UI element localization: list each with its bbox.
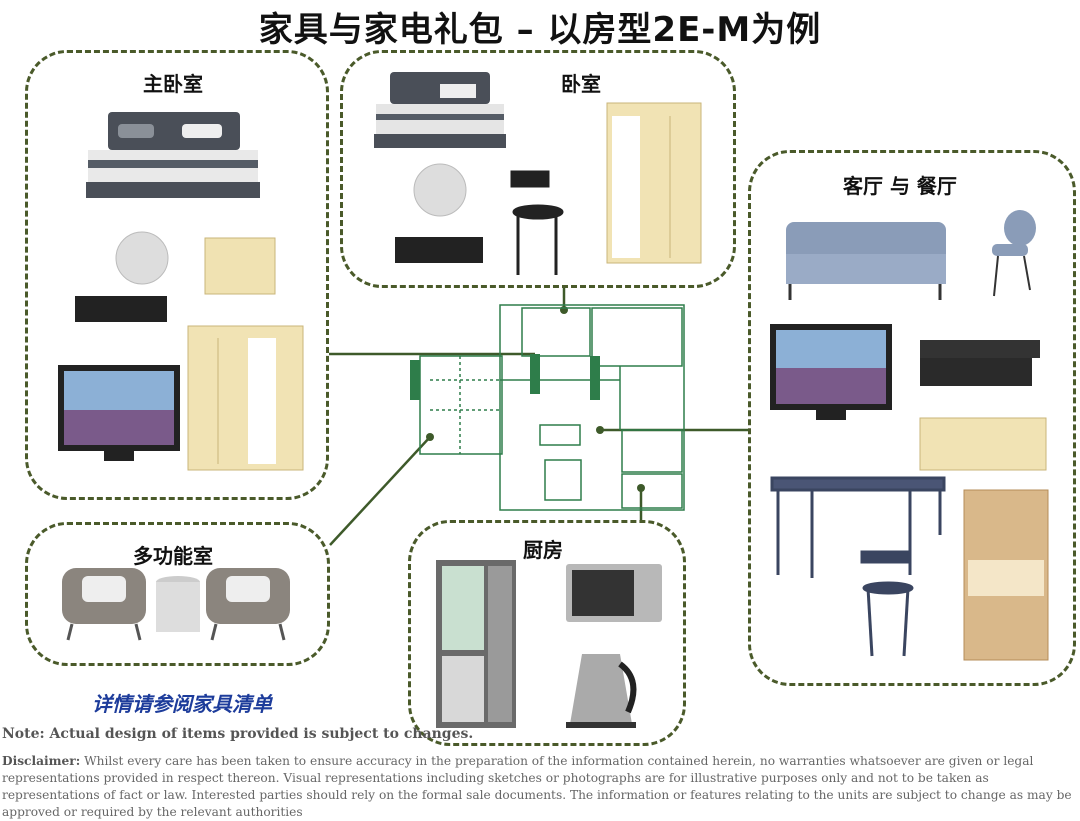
side-table-icon <box>156 576 200 632</box>
design-note: Note: Actual design of items provided is… <box>2 726 474 742</box>
tv-icon <box>58 365 180 461</box>
tv-cabinet-icon <box>919 417 1047 471</box>
disclaimer: Disclaimer: Whilst every care has been t… <box>2 753 1078 821</box>
bed-icon <box>86 112 260 198</box>
connector-lines <box>329 288 748 546</box>
floor-plan-icon <box>419 304 685 511</box>
bed-icon-2 <box>374 72 506 148</box>
disclaimer-label: Disclaimer: <box>2 754 81 768</box>
bedroom-label: 卧室 <box>561 72 601 96</box>
page-title: 家具与家电礼包 – 以房型2E-M为例 <box>258 10 822 50</box>
kettle-icon <box>566 654 637 728</box>
connector-dots <box>426 306 645 492</box>
dining-chair-icon <box>992 210 1036 297</box>
multi-room-zone <box>25 522 330 666</box>
bar-chair-icon <box>860 550 914 657</box>
multi-room-label: 多功能室 <box>133 544 213 568</box>
bedroom-zone <box>340 50 736 288</box>
shoe-cabinet-icon <box>963 489 1049 661</box>
bench-icon <box>395 237 483 263</box>
dining-table-icon <box>770 476 946 578</box>
wardrobe-icon-2 <box>606 102 702 264</box>
coffee-table-icon <box>920 340 1040 386</box>
tv-icon-2 <box>770 324 892 420</box>
nightstand-icon <box>204 237 276 295</box>
living-dining-label: 客厅 与 餐厅 <box>843 174 957 198</box>
furniture-list-link[interactable]: 详情请参阅家具清单 <box>92 692 272 716</box>
sofa-icon <box>786 222 946 300</box>
living-dining-zone <box>748 150 1076 686</box>
master-bedroom-label: 主卧室 <box>143 72 203 96</box>
fridge-icon <box>436 560 516 728</box>
master-bedroom-zone <box>25 50 329 500</box>
tv-console-icon <box>75 296 167 322</box>
kitchen-label: 厨房 <box>523 538 563 562</box>
armchair-icon-2 <box>206 568 290 641</box>
disclaimer-text: Whilst every care has been taken to ensu… <box>2 754 1072 819</box>
lamp-icon-2 <box>413 163 467 217</box>
chair-icon <box>510 170 564 275</box>
microwave-icon <box>566 564 662 622</box>
armchair-icon <box>62 568 146 641</box>
wardrobe-icon <box>187 325 304 471</box>
lamp-icon <box>115 231 169 285</box>
kitchen-zone <box>408 520 686 746</box>
